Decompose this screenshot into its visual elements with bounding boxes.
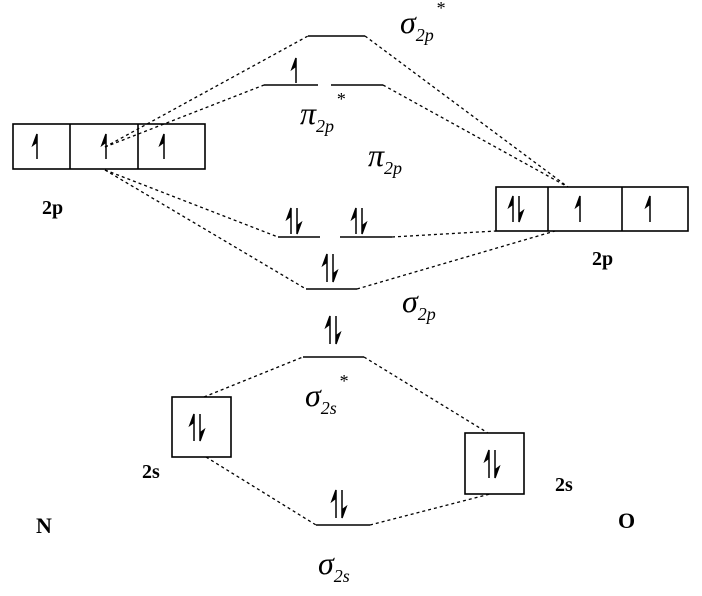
spin-up-electron — [507, 195, 514, 222]
n2s-to-sigma2s-star-line — [203, 356, 304, 398]
sigma-2s-label: σ2s — [318, 545, 350, 586]
correlation-lines — [104, 35, 569, 526]
o2p-to-pi2p-star-line — [382, 84, 569, 188]
sigma-2s-star-label: σ2s* — [305, 371, 348, 418]
sigma-2p-label: σ2p — [402, 283, 436, 324]
spin-up-electron — [285, 207, 292, 234]
spin-up-electron — [158, 133, 165, 159]
o-atom-symbol: O — [618, 508, 635, 533]
atomic-orbital-boxes — [12, 123, 689, 495]
spin-down-electron — [361, 208, 368, 235]
labels: N O 2p 2p 2s 2s σ2p* π2p* π2p σ2p σ2s* σ… — [36, 0, 635, 586]
o2p-to-sigma2p-line — [356, 230, 556, 290]
spin-down-electron — [494, 450, 501, 479]
n-2s-box — [171, 396, 232, 458]
n2p-to-sigma2p-line — [104, 169, 307, 290]
o2p-to-sigma2p-star-line — [364, 35, 569, 188]
o2p-to-pi2p-line — [391, 230, 497, 238]
sigma-2p-star-label: σ2p* — [400, 0, 445, 45]
spin-up-electron — [100, 133, 107, 159]
n-2s-label: 2s — [142, 461, 160, 483]
pi-2p-star-label: π2p* — [300, 89, 345, 136]
spin-up-electron — [483, 449, 490, 478]
spin-up-electron — [188, 413, 195, 441]
n2p-to-pi2p-line — [104, 169, 279, 238]
mo-levels — [264, 35, 392, 526]
n2p-to-sigma2p-star-line — [104, 35, 309, 148]
n-2p-label: 2p — [42, 197, 63, 219]
o2s-to-sigma2s-star-line — [363, 356, 489, 434]
o-2s-box — [464, 432, 525, 495]
n-atom-symbol: N — [36, 513, 52, 538]
spin-up-electron — [350, 207, 357, 234]
spin-down-electron — [199, 414, 206, 442]
spin-up-electron — [330, 489, 337, 518]
spin-up-electron — [321, 253, 328, 282]
n-2p-box — [12, 123, 206, 170]
spin-up-electron — [324, 315, 331, 344]
spin-up-electron — [644, 195, 651, 222]
spin-down-electron — [335, 316, 342, 345]
spin-up-electron — [290, 57, 297, 83]
spin-up-electron — [574, 195, 581, 222]
o-2p-label: 2p — [592, 248, 613, 270]
o-2p-box — [495, 186, 689, 232]
spin-up-electron — [31, 133, 38, 159]
o2s-to-sigma2s-line — [369, 493, 491, 526]
spin-down-electron — [341, 490, 348, 519]
pi-2p-label: π2p — [368, 137, 402, 178]
spin-down-electron — [518, 196, 525, 223]
n2p-to-pi2p-star-line — [104, 84, 265, 148]
spin-down-electron — [296, 208, 303, 235]
electrons — [31, 57, 651, 519]
n2s-to-sigma2s-line — [205, 456, 317, 526]
spin-down-electron — [332, 254, 339, 283]
o-2s-label: 2s — [555, 474, 573, 496]
